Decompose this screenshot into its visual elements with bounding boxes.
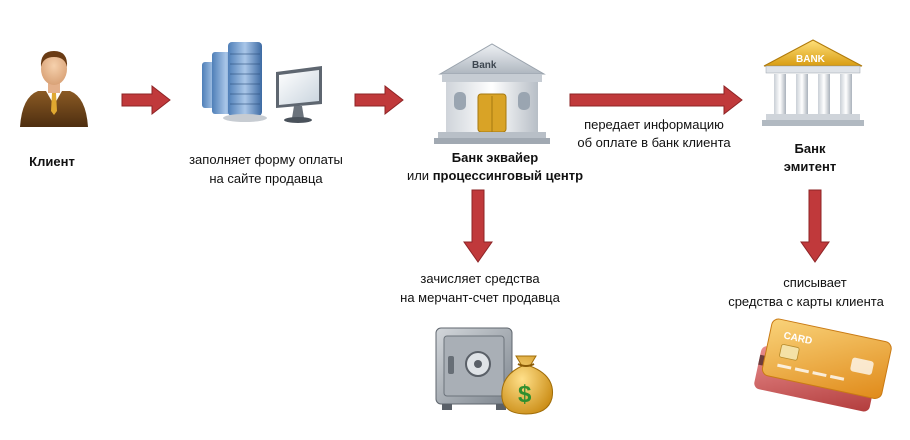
transfer-label-line1: передает информацию xyxy=(584,117,724,132)
server-computer-icon xyxy=(202,42,322,123)
credit-label-line2: на мерчант-счет продавца xyxy=(400,290,560,305)
issuer-label-line2: эмитент xyxy=(783,159,837,174)
form-label-line1: заполняет форму оплаты xyxy=(189,152,343,167)
issuer-label-line1: Банк xyxy=(794,141,826,156)
form-label-line2: на сайте продавца xyxy=(209,171,323,186)
acquirer-label-prefix: или xyxy=(406,168,433,183)
arrow-right-long xyxy=(569,84,743,116)
credit-card-icon: CARD xyxy=(754,318,892,412)
debit-label-line2: средства с карты клиента xyxy=(728,294,884,309)
money-symbol: $ xyxy=(518,381,532,408)
debit-label-line1: списывает xyxy=(783,275,847,290)
client-label: Клиент xyxy=(29,154,75,169)
arrow-right xyxy=(121,84,171,116)
issuer-sign-text: BANK xyxy=(796,54,826,65)
arrow-right xyxy=(354,84,404,116)
acquirer-label-line2: или процессинговый центр xyxy=(380,167,610,185)
credit-label-line1: зачисляет средства xyxy=(420,271,540,286)
bank-temple-icon: BANK xyxy=(762,39,864,126)
acquirer-label-bold: процессинговый центр xyxy=(432,168,584,183)
acquirer-sign-text: Bank xyxy=(472,60,497,71)
safe-money-bag-icon: $ xyxy=(435,327,554,415)
bank-building-icon: Bank xyxy=(434,43,550,144)
transfer-label-line2: об оплате в банк клиента xyxy=(577,135,731,150)
person-icon xyxy=(20,51,88,127)
arrow-down xyxy=(463,189,493,263)
acquirer-label-line1: Банк эквайер xyxy=(451,150,539,165)
arrow-down xyxy=(800,189,830,263)
